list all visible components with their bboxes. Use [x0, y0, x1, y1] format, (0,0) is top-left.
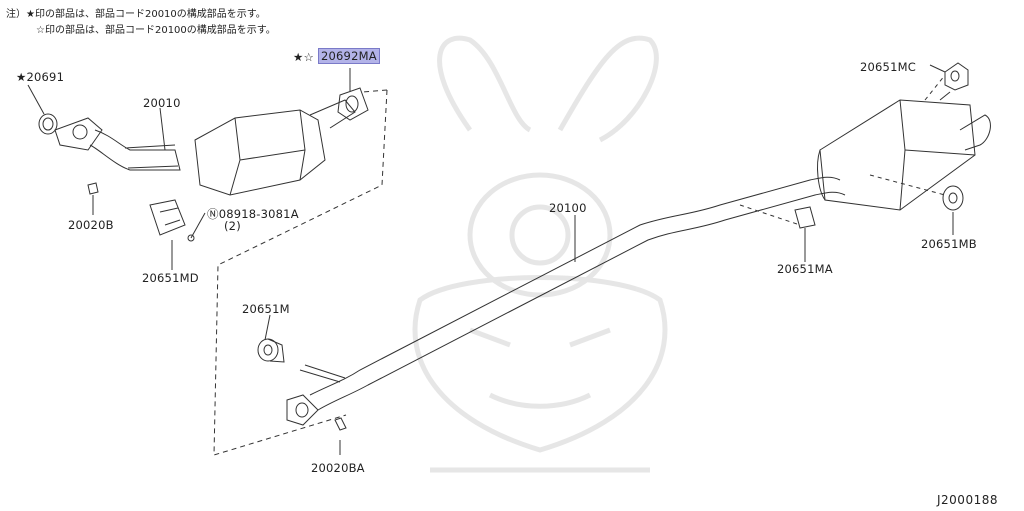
- note-line-2: ☆印の部品は、部品コード20100の構成部品を示す。: [36, 25, 276, 36]
- part-label-20651ma[interactable]: 20651MA: [777, 262, 833, 276]
- catalytic-converter: [194, 109, 326, 196]
- part-label-08918-3081a[interactable]: Ⓝ08918-3081A: [207, 207, 299, 221]
- hanger-20651mc: [944, 62, 969, 91]
- part-label-20651mc[interactable]: 20651MC: [860, 60, 916, 74]
- gasket-20692ma: [337, 87, 369, 121]
- gasket-20691: [38, 113, 58, 135]
- bracket-20651md: [149, 199, 186, 236]
- part-label-20692ma-highlighted[interactable]: 20692MA: [318, 48, 380, 64]
- hanger-20651ma: [794, 206, 816, 229]
- front-flange: [54, 117, 103, 151]
- watermark-emblem: [412, 35, 668, 473]
- part-label-20651mb[interactable]: 20651MB: [921, 237, 977, 251]
- part-label-20010[interactable]: 20010: [143, 96, 181, 110]
- part-label-20691[interactable]: ★20691: [16, 70, 65, 84]
- part-label-20651m[interactable]: 20651M: [242, 302, 290, 316]
- hanger-20651mb: [942, 185, 964, 211]
- assembly-boundary-dashed: [213, 89, 388, 456]
- part-label-20020ba[interactable]: 20020BA: [311, 461, 365, 475]
- figure-id: J2000188: [937, 493, 998, 507]
- part-label-20692ma-prefix: ★☆: [293, 50, 315, 64]
- part-label-20651md[interactable]: 20651MD: [142, 271, 199, 285]
- nut-20020b: [87, 182, 99, 195]
- part-label-20020b[interactable]: 20020B: [68, 218, 114, 232]
- part-quantity-08918: (2): [224, 219, 241, 233]
- rear-flange: [286, 394, 319, 426]
- note-line-1: 注）★印の部品は、部品コード20010の構成部品を示す。: [6, 9, 266, 20]
- part-label-20100[interactable]: 20100: [549, 201, 587, 215]
